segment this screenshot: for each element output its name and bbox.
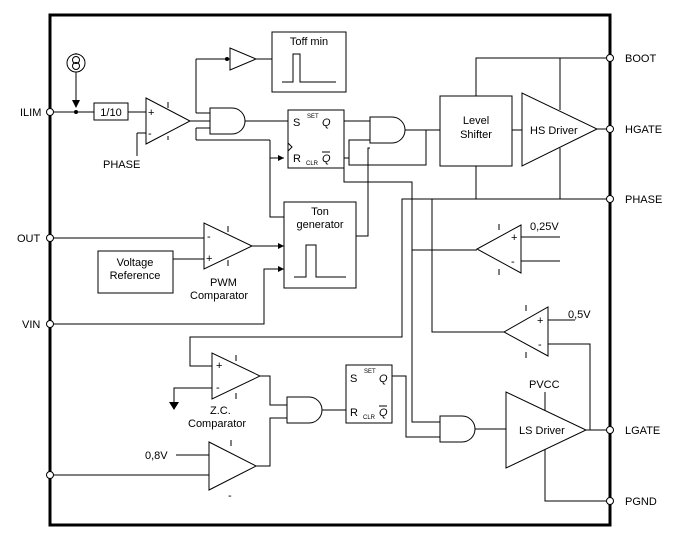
sr-flipflop-top: S SET Q R CLR Q bbox=[287, 109, 345, 169]
svg-text:CLR: CLR bbox=[306, 161, 319, 167]
comparator-05v: + - bbox=[502, 305, 549, 358]
pin-phase-label: PHASE bbox=[625, 194, 662, 206]
sr-flipflop-bottom: S SET Q R CLR Q bbox=[345, 364, 393, 424]
zc-label-line1: Z.C. bbox=[210, 405, 231, 417]
zc-label-line2: Comparator bbox=[188, 418, 246, 430]
pwm-comparator: - + bbox=[203, 222, 254, 270]
and-gate-top bbox=[209, 107, 246, 135]
toff-min-block: Toff min bbox=[271, 31, 347, 93]
vref-line2: Reference bbox=[110, 270, 161, 282]
ilim-comparator: + - bbox=[145, 97, 192, 145]
pin-boot-label: BOOT bbox=[625, 53, 656, 65]
svg-text:R: R bbox=[350, 407, 358, 419]
pwm-label-line2: Comparator bbox=[190, 290, 248, 302]
hs-driver: HS Driver bbox=[521, 92, 599, 167]
and-gate-zc bbox=[286, 396, 323, 424]
ic-outline bbox=[48, 13, 612, 527]
label-025v: 0,25V bbox=[530, 221, 559, 233]
current-source-icon bbox=[66, 53, 86, 108]
svg-text:+: + bbox=[511, 232, 517, 244]
svg-text:+: + bbox=[216, 360, 222, 372]
voltage-reference-block: Voltage Reference bbox=[97, 250, 174, 294]
label-05v: 0,5V bbox=[568, 309, 591, 321]
divider-label: 1/10 bbox=[100, 107, 121, 119]
phase-input-label: PHASE bbox=[103, 159, 140, 171]
pin-boot: BOOT bbox=[606, 53, 656, 65]
svg-text:R: R bbox=[293, 153, 301, 165]
svg-text:Q: Q bbox=[379, 373, 388, 385]
level-shifter-line1: Level bbox=[463, 115, 489, 127]
svg-text:Q: Q bbox=[322, 117, 331, 129]
level-shifter-block: Level Shifter bbox=[439, 95, 513, 167]
svg-text:+: + bbox=[148, 107, 154, 119]
svg-text:-: - bbox=[148, 128, 152, 140]
pin-pgnd-label: PGND bbox=[625, 496, 657, 508]
label-08v: 0,8V bbox=[145, 450, 168, 462]
svg-text:-: - bbox=[538, 339, 542, 351]
pin-out: OUT bbox=[17, 233, 54, 245]
pin-lgate: LGATE bbox=[606, 425, 660, 437]
svg-text:Q: Q bbox=[379, 407, 388, 419]
svg-text:CLR: CLR bbox=[363, 415, 376, 421]
pin-out-label: OUT bbox=[17, 233, 41, 245]
comparator-025v: + - bbox=[475, 224, 522, 275]
svg-text:+: + bbox=[206, 253, 212, 265]
ton-generator-block: Ton generator bbox=[283, 201, 357, 289]
svg-text:Q: Q bbox=[322, 153, 331, 165]
svg-text:-: - bbox=[511, 256, 515, 268]
unnamed-pin-terminal bbox=[46, 471, 54, 479]
divider-block: 1/10 bbox=[93, 102, 129, 121]
pwm-label-line1: PWM bbox=[210, 277, 237, 289]
pin-hgate-label: HGATE bbox=[625, 124, 662, 136]
and-gate-hs bbox=[369, 116, 406, 144]
pin-vin-label: VIN bbox=[22, 319, 40, 331]
pin-phase: PHASE bbox=[606, 194, 662, 206]
svg-text:S: S bbox=[293, 117, 300, 129]
svg-text:SET: SET bbox=[364, 369, 376, 375]
toff-buffer bbox=[229, 47, 258, 71]
pin-pgnd: PGND bbox=[606, 496, 657, 508]
and-gate-ls bbox=[439, 415, 476, 443]
pin-ilim: ILIM bbox=[20, 107, 54, 119]
pin-lgate-label: LGATE bbox=[625, 425, 660, 437]
ls-driver: LS Driver bbox=[505, 391, 588, 469]
hs-driver-label: HS Driver bbox=[530, 125, 578, 137]
toff-min-label: Toff min bbox=[290, 36, 328, 48]
comparator-08v: - bbox=[208, 440, 258, 502]
ton-line1: Ton bbox=[311, 206, 329, 218]
pin-hgate: HGATE bbox=[606, 124, 662, 136]
vref-line1: Voltage bbox=[117, 257, 154, 269]
pin-ilim-label: ILIM bbox=[20, 107, 41, 119]
svg-text:SET: SET bbox=[307, 114, 319, 120]
svg-text:-: - bbox=[207, 231, 211, 243]
level-shifter-line2: Shifter bbox=[460, 129, 492, 141]
ls-driver-label: LS Driver bbox=[519, 425, 565, 437]
pvcc-label: PVCC bbox=[529, 379, 560, 391]
svg-text:+: + bbox=[537, 315, 543, 327]
ton-line2: generator bbox=[296, 219, 343, 231]
svg-text:-: - bbox=[228, 490, 232, 502]
svg-text:S: S bbox=[350, 373, 357, 385]
zc-comparator: + - bbox=[211, 352, 262, 400]
svg-text:-: - bbox=[216, 382, 220, 394]
